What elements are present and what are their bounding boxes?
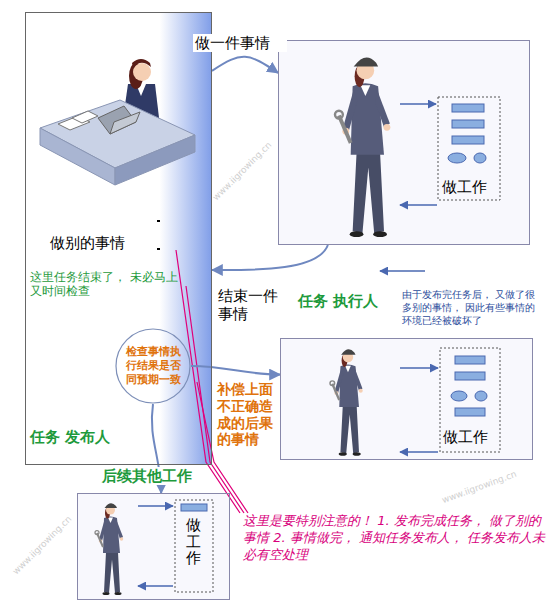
circle-text: 检查事情执行结果是否同预期一致	[122, 345, 184, 386]
edge-label: 做一件事情	[193, 34, 287, 52]
check-circle: 检查事情执行结果是否同预期一致	[115, 328, 191, 404]
work-box: 做工作	[77, 493, 230, 600]
role-label: 任务 执行人	[298, 292, 418, 310]
flow-arrow	[212, 245, 328, 270]
edge-label: 结束一件事情	[218, 287, 280, 323]
work-text: 做工作	[186, 517, 201, 567]
flow-arrow	[212, 57, 278, 73]
role-label: 任务 发布人	[30, 428, 160, 446]
warning-note: 这里是要特别注意的！ 1. 发布完成任务， 做了别的事情 2. 事情做完， 通知…	[243, 513, 549, 564]
watermark: www.iigrowing.cn	[11, 514, 74, 577]
watermark: www.iigrowing.cn	[211, 140, 274, 203]
flow-arrow	[191, 366, 280, 375]
publisher-panel: 做别的事情任务 发布人 检查事情执行结果是否同预期一致	[25, 12, 212, 465]
edge-label: 后续其他工作	[100, 467, 194, 485]
work-text: 做工作	[443, 428, 499, 446]
note-text: 这里任务结束了， 未必马上又时间检查	[30, 270, 178, 299]
work-box: 做工作	[278, 40, 530, 245]
work-text: 做工作	[442, 178, 498, 196]
work-box: 做工作	[280, 338, 533, 460]
edge-label: 补偿上面不正确造成的后果的事情	[217, 381, 277, 448]
panel-text: 做别的事情	[50, 234, 160, 252]
watermark: www.iigrowing.cn	[441, 469, 519, 506]
note-text: 由于发布完任务后， 又做了很多别的事情， 因此有些事情的环境已经被破坏了	[402, 288, 542, 327]
